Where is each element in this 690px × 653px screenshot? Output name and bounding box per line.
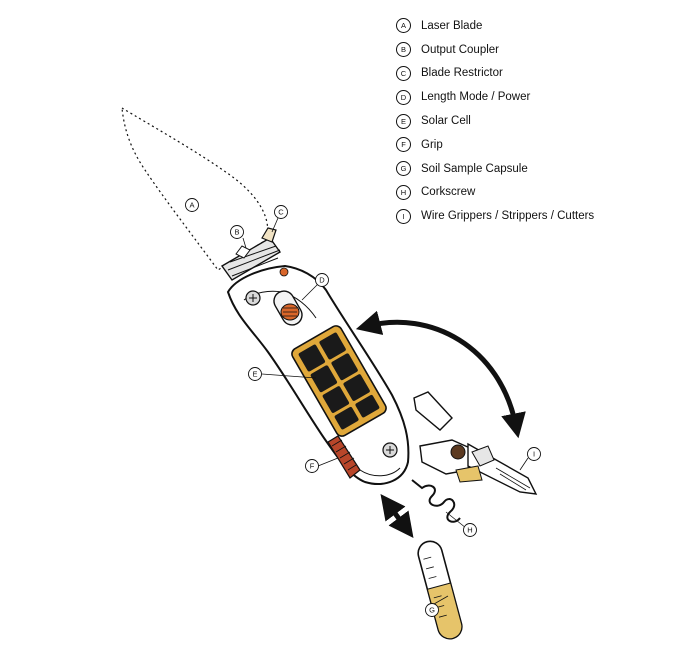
legend-marker: G — [396, 161, 411, 177]
insert-arrow — [380, 494, 414, 538]
legend-label: Wire Grippers / Strippers / Cutters — [421, 210, 595, 223]
legend-item-soil-sample-capsule: G Soil Sample Capsule — [396, 157, 686, 181]
legend-marker: B — [396, 42, 411, 58]
legend-item-laser-blade: A Laser Blade — [396, 14, 686, 38]
legend-marker: D — [396, 89, 411, 105]
legend-item-output-coupler: B Output Coupler — [396, 38, 686, 62]
screw-bottom — [382, 442, 398, 458]
corkscrew — [411, 479, 461, 523]
legend-label: Soil Sample Capsule — [421, 162, 528, 175]
svg-text:I: I — [533, 450, 535, 459]
callout-d: D — [315, 273, 329, 287]
rotation-arrow — [355, 310, 526, 439]
legend-label: Laser Blade — [421, 19, 483, 32]
legend-marker: I — [396, 208, 411, 224]
legend-item-length-mode-power: D Length Mode / Power — [396, 85, 686, 109]
callout-a: A — [185, 198, 199, 212]
callout-c: C — [274, 205, 288, 219]
legend-item-blade-restrictor: C Blade Restrictor — [396, 62, 686, 86]
legend-marker: E — [396, 113, 411, 129]
legend-marker: A — [396, 18, 411, 34]
legend-label: Grip — [421, 138, 443, 151]
callout-f: F — [305, 459, 319, 473]
callout-g: G — [425, 603, 439, 617]
svg-text:A: A — [189, 201, 194, 210]
legend-label: Output Coupler — [421, 43, 499, 56]
legend: A Laser Blade B Output Coupler C Blade R… — [396, 14, 686, 228]
legend-marker: F — [396, 137, 411, 153]
legend-label: Length Mode / Power — [421, 91, 531, 104]
length-mode-slider — [273, 290, 303, 326]
svg-text:D: D — [319, 276, 325, 285]
screw-top — [245, 290, 261, 306]
legend-item-corkscrew: H Corkscrew — [396, 181, 686, 205]
blade-restrictor — [261, 227, 277, 243]
laser-blade — [121, 106, 269, 271]
callout-e: E — [248, 367, 262, 381]
callout-b: B — [230, 225, 244, 239]
svg-text:H: H — [467, 526, 472, 535]
legend-item-grip: F Grip — [396, 133, 686, 157]
grip — [327, 435, 361, 479]
legend-label: Solar Cell — [421, 115, 471, 128]
callout-i: I — [527, 447, 541, 461]
legend-marker: H — [396, 184, 411, 200]
legend-label: Corkscrew — [421, 186, 476, 199]
legend-item-solar-cell: E Solar Cell — [396, 109, 686, 133]
legend-item-wire-grippers: I Wire Grippers / Strippers / Cutters — [396, 204, 686, 228]
legend-marker: C — [396, 65, 411, 81]
soil-sample-capsule — [417, 540, 463, 640]
legend-label: Blade Restrictor — [421, 67, 503, 80]
wire-gripper-tool — [413, 391, 538, 495]
svg-text:E: E — [252, 370, 257, 379]
svg-text:F: F — [310, 462, 315, 471]
svg-text:C: C — [278, 208, 284, 217]
callout-h: H — [463, 523, 477, 537]
output-coupler — [220, 237, 282, 281]
svg-text:G: G — [429, 606, 435, 615]
svg-text:B: B — [234, 228, 239, 237]
indicator-light — [279, 267, 289, 277]
leader-lines — [242, 217, 529, 605]
